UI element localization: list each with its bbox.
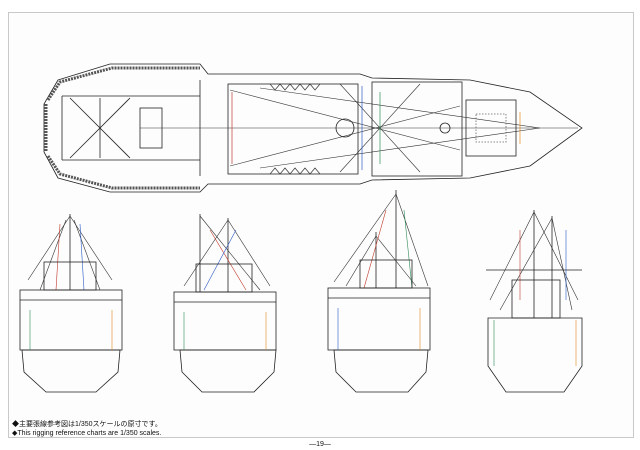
rigging-notes: ◆主要張線参考図は1/350スケールの原寸です。 ◆This rigging r… (12, 420, 162, 438)
drawing-sheet (8, 12, 634, 438)
section-view-1 (19, 214, 123, 393)
section-view-3 (327, 190, 431, 393)
section-view-4 (486, 210, 583, 393)
note-english: ◆This rigging reference charts are 1/350… (12, 430, 162, 437)
page-number: —19— (309, 441, 331, 448)
note-japanese: ◆主要張線参考図は1/350スケールの原寸です。 (12, 421, 162, 428)
section-view-2 (173, 214, 277, 393)
ship-plan-view (43, 63, 583, 193)
